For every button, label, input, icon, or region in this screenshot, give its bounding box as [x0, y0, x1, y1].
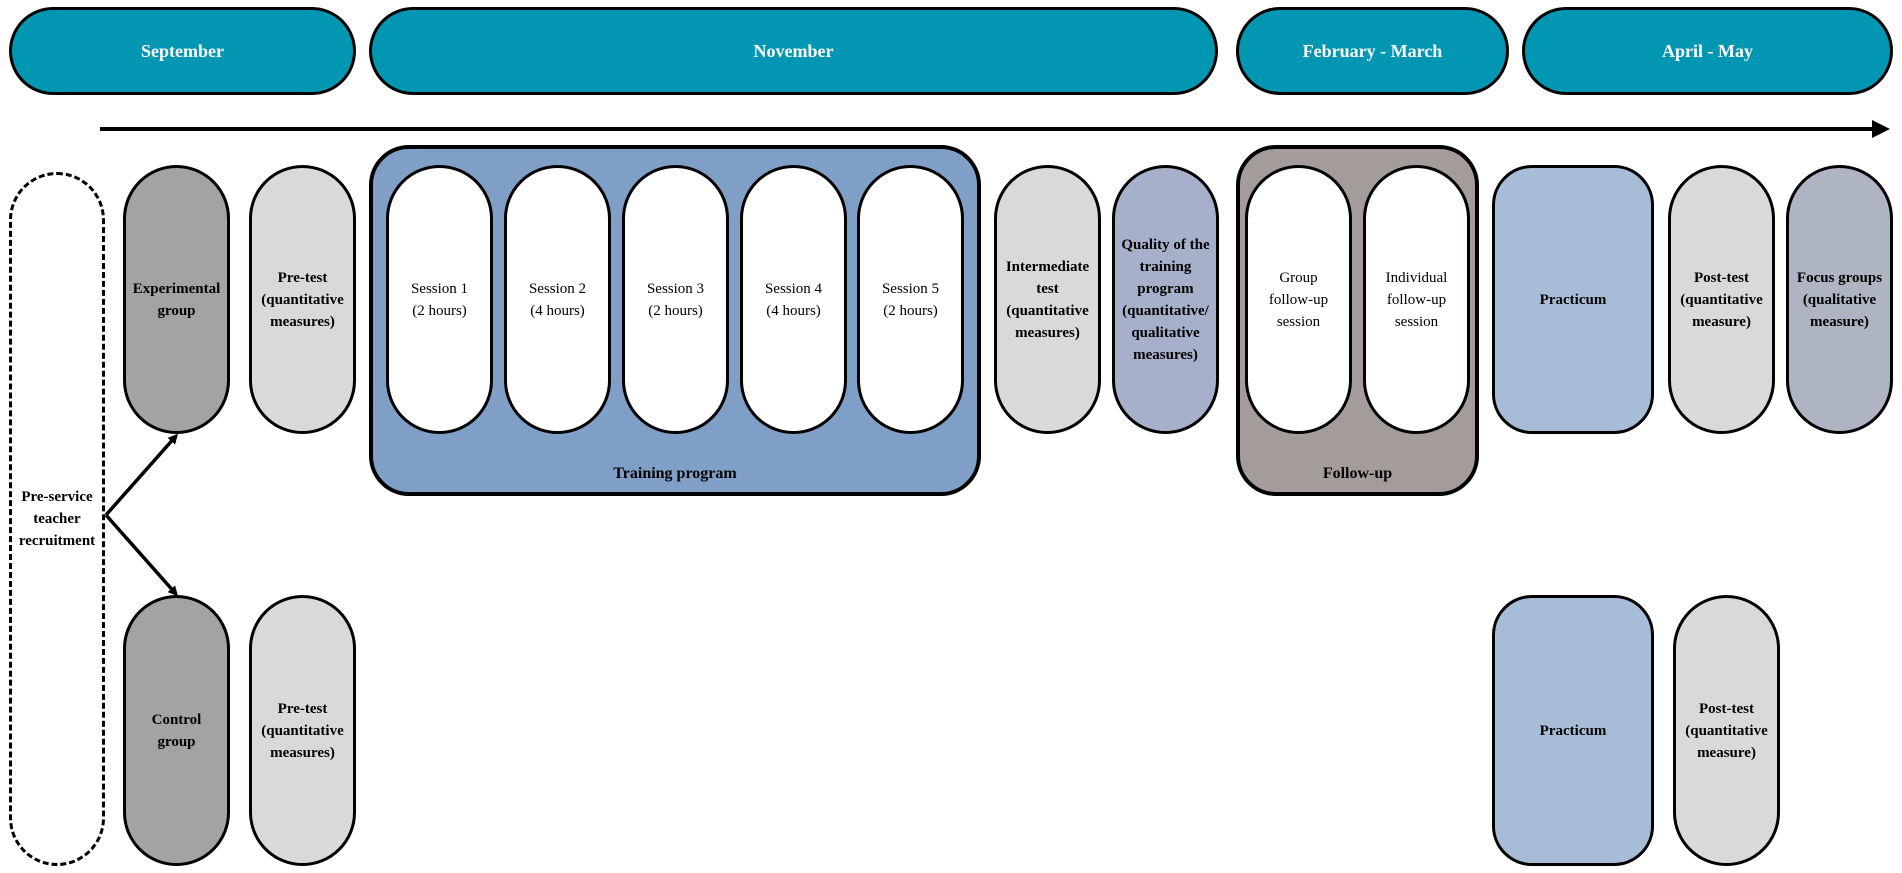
experimental-practicum: Practicum	[1492, 165, 1654, 434]
experimental-group: Experimental group	[123, 165, 230, 434]
experimental-posttest: Post-test (quantitative measure)	[1668, 165, 1775, 434]
training-program-label: Training program	[613, 465, 737, 482]
follow-up-label: Follow-up	[1322, 465, 1393, 482]
session-2: Session 2 (4 hours)	[504, 165, 611, 434]
group-follow-up-session: Group follow-up session	[1245, 165, 1352, 434]
intermediate-test: Intermediate test (quantitative measures…	[994, 165, 1101, 434]
arrow-to-experimental	[104, 433, 178, 517]
session-1: Session 1 (2 hours)	[386, 165, 493, 434]
individual-follow-up-session: Individual follow-up session	[1363, 165, 1470, 434]
timeline-arrow-head	[1872, 120, 1890, 138]
focus-groups: Focus groups (qualitative measure)	[1786, 165, 1893, 434]
control-posttest: Post-test (quantitative measure)	[1673, 595, 1780, 866]
session-4: Session 4 (4 hours)	[740, 165, 847, 434]
recruitment-box: Pre-service teacher recruitment	[9, 172, 105, 866]
control-practicum: Practicum	[1492, 595, 1654, 866]
control-pretest: Pre-test (quantitative measures)	[249, 595, 356, 866]
timeline-february-march: February - March	[1236, 7, 1509, 95]
timeline-september: September	[9, 7, 356, 95]
timeline-november: November	[369, 7, 1218, 95]
session-5: Session 5 (2 hours)	[857, 165, 964, 434]
quality-of-training: Quality of the training program (quantit…	[1112, 165, 1219, 434]
control-group: Control group	[123, 595, 230, 866]
experimental-pretest: Pre-test (quantitative measures)	[249, 165, 356, 434]
arrow-to-control	[104, 513, 178, 597]
timeline-april-may: April - May	[1522, 7, 1893, 95]
session-3: Session 3 (2 hours)	[622, 165, 729, 434]
